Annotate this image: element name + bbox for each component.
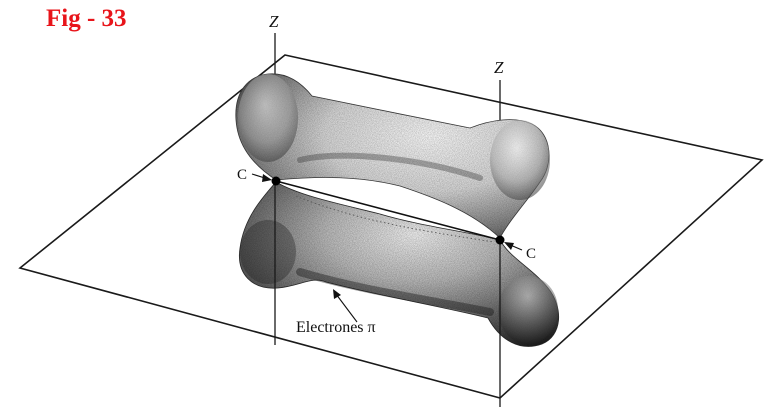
carbon-nucleus-left	[272, 177, 281, 186]
left-z-axis-label: Z	[269, 12, 279, 31]
left-carbon-label: C	[237, 167, 247, 183]
carbon-nucleus-right	[496, 236, 505, 245]
right-z-axis-label: Z	[494, 58, 504, 77]
right-carbon-label: C	[526, 246, 536, 262]
pi-electrons-caption: Electrones π	[296, 319, 376, 336]
